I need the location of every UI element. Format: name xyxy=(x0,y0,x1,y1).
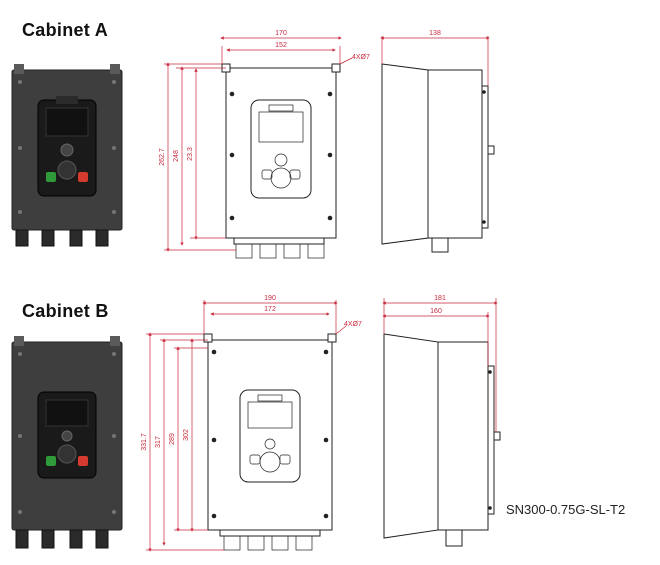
dim-a-depth: 138 xyxy=(429,30,441,37)
cabinet-a-title: Cabinet A xyxy=(22,20,109,40)
cabinet-b-photo xyxy=(11,336,123,549)
cabinet-a-dimensions: 170 152 4XØ7 138 262.7 248 23.3 xyxy=(159,30,490,252)
cabinet-b-title: Cabinet B xyxy=(22,301,109,321)
dim-b-hole-spacing: 172 xyxy=(264,306,276,313)
dim-b-inner-depth: 160 xyxy=(430,308,442,315)
cabinet-a-side-view xyxy=(381,63,495,253)
dim-b-panel-height: 302 xyxy=(183,429,190,441)
dim-a-mount-height: 248 xyxy=(173,150,180,162)
cabinet-a-photo xyxy=(11,64,123,247)
dim-a-inner-height: 23.3 xyxy=(187,147,194,161)
dim-b-inner-height: 289 xyxy=(169,433,176,445)
dim-a-overall-height: 262.7 xyxy=(159,148,166,166)
dim-b-width: 190 xyxy=(264,295,276,302)
dim-b-holes: 4XØ7 xyxy=(344,321,362,328)
dim-a-holes: 4XØ7 xyxy=(352,54,370,61)
dim-b-overall-height: 331.7 xyxy=(141,433,148,451)
dim-a-width: 170 xyxy=(275,30,287,37)
dim-a-hole-spacing: 152 xyxy=(275,42,287,49)
model-label: SN300-0.75G-SL-T2 xyxy=(506,502,626,517)
cabinet-b-dimensions: 190 172 4XØ7 181 160 331.7 317 289 302 xyxy=(141,295,498,552)
dim-b-depth: 181 xyxy=(434,295,446,302)
cabinet-a-front-view xyxy=(221,63,341,259)
dim-b-mount-height: 317 xyxy=(155,436,162,448)
cabinet-b-side-view xyxy=(383,333,501,547)
cabinet-b-front-view xyxy=(203,333,337,551)
